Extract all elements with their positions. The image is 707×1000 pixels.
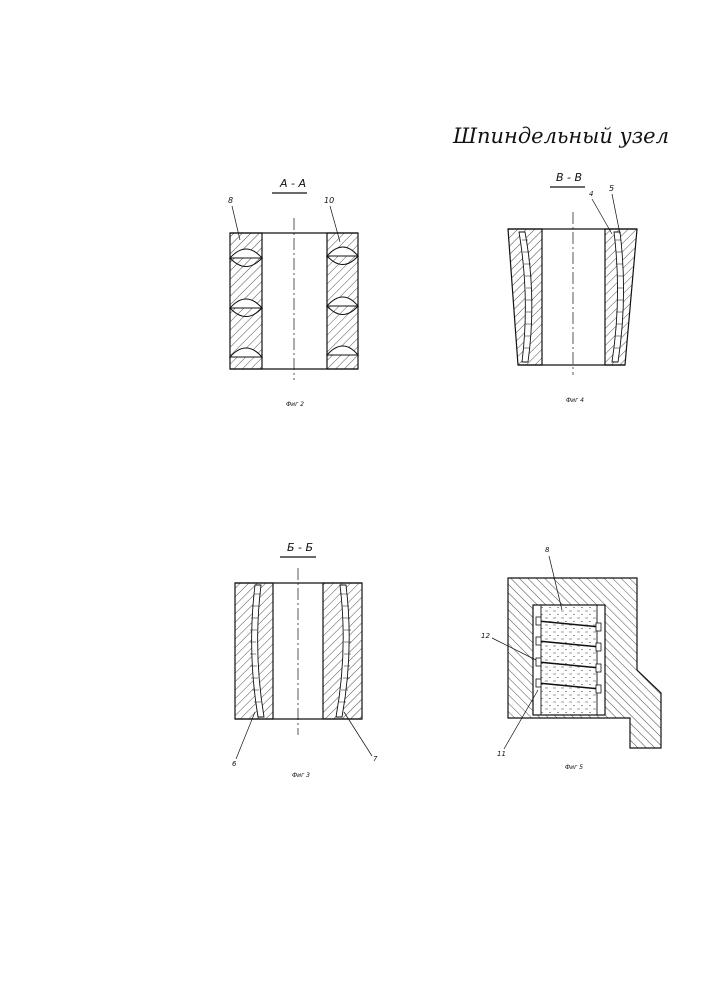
fig4-section-label: В - В xyxy=(556,171,582,184)
fig3-section-label: Б - Б xyxy=(287,541,313,554)
fig5-ref-12: 12 xyxy=(481,632,490,640)
fig4-ref-4: 4 xyxy=(589,190,593,198)
figure-5: 8 12 11 Фиг 5 xyxy=(481,546,661,771)
fig3-caption: Фиг 3 xyxy=(292,772,310,779)
fig4-caption: Фиг 4 xyxy=(566,397,584,404)
fig2-ref-10: 10 xyxy=(324,196,334,205)
fig3-ref-7: 7 xyxy=(373,755,378,763)
fig5-ref-8: 8 xyxy=(545,546,550,554)
figure-4: В - В 4 5 Фиг 4 xyxy=(508,171,637,404)
figure-3: Б - Б 6 7 Фиг 3 xyxy=(232,541,378,779)
fig5-ref-11: 11 xyxy=(497,750,506,758)
fig2-section-label: А - А xyxy=(279,177,306,190)
sheet-title: Шпиндельный узел xyxy=(452,124,669,148)
fig4-leader-5 xyxy=(612,194,620,234)
fig4-ref-5: 5 xyxy=(609,184,614,193)
fig3-ref-6: 6 xyxy=(232,760,237,768)
fig2-caption: Фиг 2 xyxy=(286,401,304,408)
fig2-ref-8: 8 xyxy=(228,196,233,205)
fig5-caption: Фиг 5 xyxy=(565,764,583,771)
figure-2: А - А 8 10 Фиг 2 xyxy=(228,177,358,408)
